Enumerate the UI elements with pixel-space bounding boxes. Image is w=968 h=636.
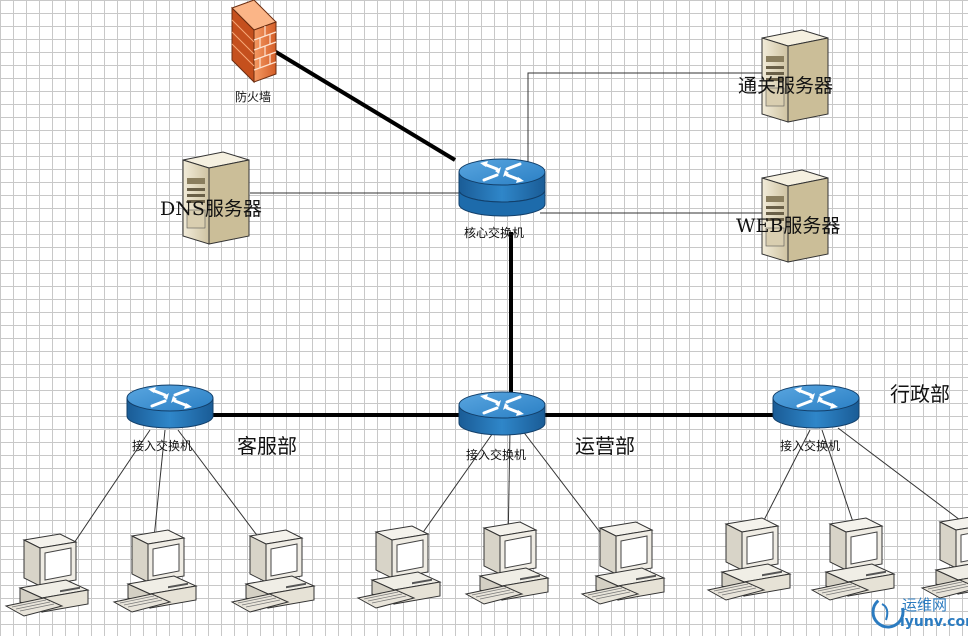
gateway-core-link [527,72,790,165]
dept-operations-label: 运营部 [575,434,635,458]
mid-access-pc1-link [411,429,496,549]
mid-access-pc3-link [521,429,613,549]
pc-icon [357,525,441,609]
dept-admin-label: 行政部 [890,382,950,406]
access-switch-mid-icon [457,390,547,437]
gateway-server-label: 通关服务器 [738,75,834,97]
core-switch-icon [457,157,547,204]
pc-icon [113,529,197,613]
pc-icon [5,533,89,617]
pc-icon [707,517,791,601]
core-switch-stack [458,189,546,217]
right-access-pc1-link [759,429,811,529]
web-server-label: WEB服务器 [736,215,841,237]
watermark: 运维网 iyunv.com [862,592,968,636]
left-access-pc1-link [67,429,151,553]
firewall-label: 防火墙 [235,90,272,104]
watermark-logo-icon [871,595,905,629]
access-switch-right-label: 接入交换机 [780,439,841,453]
left-access-pc2-link [152,429,166,549]
thin-links [67,72,961,553]
pc-icon [581,521,665,605]
dns-server-label: DNS服务器 [160,198,262,220]
pc-icon [465,521,549,605]
left-access-pc3-link [177,429,269,551]
firewall-icon [231,0,277,84]
right-access-pc2-link [821,429,856,529]
core-switch-label: 核心交换机 [464,226,525,240]
watermark-name: 运维网 [902,596,948,614]
access-switch-left-icon [125,383,215,430]
access-switch-right-icon [771,383,861,430]
access-switch-left-label: 接入交换机 [132,439,193,453]
access-switch-mid-label: 接入交换机 [466,448,527,462]
firewall-core-link [254,38,457,162]
pc-icon [921,515,968,599]
pc-icon [231,529,315,613]
dept-customer-service-label: 客服部 [237,434,297,458]
watermark-domain: iyunv.com [900,614,968,630]
pc-icon [811,517,895,601]
right-access-pc3-link [837,427,961,521]
